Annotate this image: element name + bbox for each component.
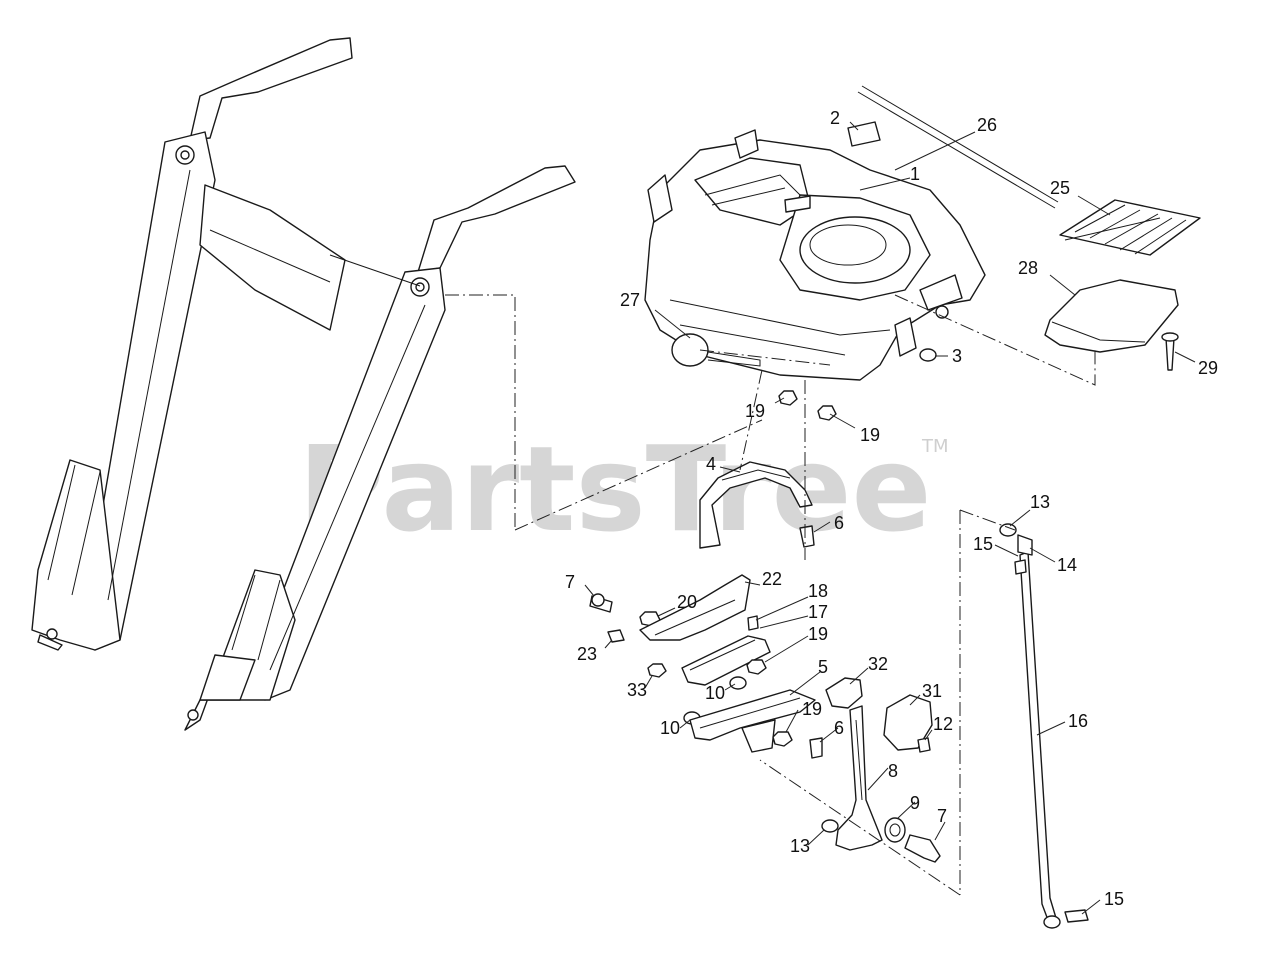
callout-12: 12 [933,714,953,734]
assembly-guide-lines [445,294,1096,896]
callout-leaders [584,121,1196,915]
callout-14: 14 [1057,555,1077,575]
callout-19-a: 19 [745,401,765,421]
callout-32: 32 [868,654,888,674]
callout-31: 31 [922,681,942,701]
callout-labels: 26 2 1 25 28 27 3 29 19 19 4 6 13 15 14 … [565,108,1218,909]
part-2-cover [847,121,881,147]
watermark-trademark: TM [921,436,949,457]
callout-29: 29 [1198,358,1218,378]
callout-7-b: 7 [937,806,947,826]
callout-20: 20 [677,592,697,612]
callout-10-a: 10 [705,683,725,703]
handle-assembly [31,37,576,731]
part-26-strip [857,85,1059,209]
callout-2: 2 [830,108,840,128]
callout-19-d: 19 [802,699,822,719]
part-19-nut-a [778,390,798,406]
callout-5: 5 [818,657,828,677]
callout-9: 9 [910,793,920,813]
callout-13-a: 13 [1030,492,1050,512]
callout-28: 28 [1018,258,1038,278]
callout-15-b: 15 [1104,889,1124,909]
part-3-washer [919,348,937,362]
callout-17: 17 [808,602,828,622]
callout-18: 18 [808,581,828,601]
callout-25: 25 [1050,178,1070,198]
callout-19-b: 19 [860,425,880,445]
callout-3: 3 [952,346,962,366]
callout-22: 22 [762,569,782,589]
callout-8: 8 [888,761,898,781]
callout-23: 23 [577,644,597,664]
part-4-bracket [699,461,813,549]
callout-1: 1 [910,164,920,184]
callout-10-b: 10 [660,718,680,738]
callout-26: 26 [977,115,997,135]
part-25-decal [1059,199,1201,256]
callout-16: 16 [1068,711,1088,731]
part-19-nut-b [817,405,837,421]
callout-7-a: 7 [565,572,575,592]
callout-15-a: 15 [973,534,993,554]
callout-6-a: 6 [834,513,844,533]
part-28-shield [1044,279,1179,353]
callout-6-b: 6 [834,718,844,738]
callout-13-b: 13 [790,836,810,856]
console-housing [644,129,986,381]
part-6-bolt-a [799,525,815,548]
callout-27: 27 [620,290,640,310]
part-27-badge [671,333,709,367]
callout-19-c: 19 [808,624,828,644]
speed-control-parts [589,574,941,863]
watermark-text: PartsTree [298,420,932,558]
callout-33: 33 [627,680,647,700]
part-29-pin [1165,337,1175,371]
callout-4: 4 [706,454,716,474]
part-16-control-rod [999,523,1089,929]
